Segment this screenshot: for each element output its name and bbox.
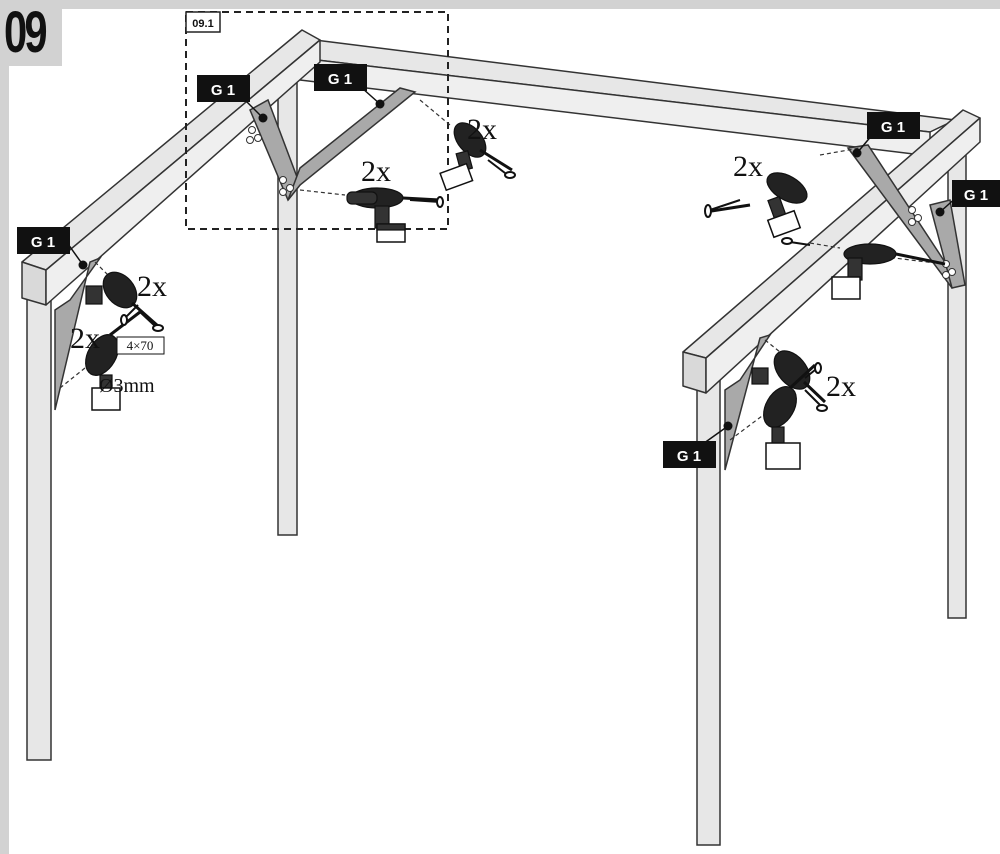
drill-top-center bbox=[439, 122, 513, 192]
label-leader-dots bbox=[78, 99, 945, 431]
part-label-g1-1: G 1 bbox=[197, 75, 250, 102]
screw-holes bbox=[246, 126, 956, 279]
detail-label-box bbox=[185, 11, 221, 33]
post-front-left bbox=[26, 288, 52, 761]
frame-top-bar bbox=[0, 0, 1000, 9]
beam-right bbox=[682, 109, 981, 359]
step-number: 09 bbox=[4, 0, 48, 65]
svg-text:G 1: G 1 bbox=[881, 119, 905, 136]
detail-label: 09.1 bbox=[192, 18, 213, 30]
drill-right-middle bbox=[831, 243, 946, 300]
screws bbox=[120, 159, 828, 412]
brace-front-left bbox=[54, 256, 103, 411]
drills bbox=[85, 122, 946, 470]
part-label-g1-6: G 1 bbox=[663, 441, 716, 468]
svg-text:G 1: G 1 bbox=[964, 187, 988, 204]
screw-spec-box bbox=[116, 336, 165, 355]
screw-spec: 4×70 bbox=[127, 338, 154, 353]
post-front-right bbox=[696, 358, 721, 846]
quantity-label-1: 2x bbox=[467, 113, 497, 146]
drill-front-left-upper bbox=[85, 271, 159, 328]
drill-spec: Ø3mm bbox=[99, 375, 155, 397]
part-label-g1-2: G 1 bbox=[314, 64, 367, 91]
drill-upper-right bbox=[704, 172, 808, 239]
drill-front-left-lower bbox=[85, 310, 141, 411]
frame-left-bar bbox=[0, 0, 9, 854]
quantity-label-4: 2x bbox=[137, 270, 167, 303]
quantity-label-6: 2x bbox=[826, 370, 856, 403]
quantity-label-5: 2x bbox=[70, 322, 100, 355]
drill-center bbox=[346, 187, 441, 243]
quantity-label-2: 2x bbox=[361, 155, 391, 188]
part-label-g1-4: G 1 bbox=[952, 180, 1000, 207]
brace-front-right bbox=[724, 333, 772, 471]
svg-text:G 1: G 1 bbox=[31, 234, 55, 251]
svg-text:G 1: G 1 bbox=[211, 82, 235, 99]
svg-text:G 1: G 1 bbox=[328, 71, 352, 88]
drill-front-right-lower bbox=[763, 363, 817, 470]
brace-back-left-rear bbox=[287, 87, 417, 201]
quantity-label-3: 2x bbox=[733, 150, 763, 183]
braces bbox=[54, 87, 966, 471]
part-label-g1-3: G 1 bbox=[867, 112, 920, 139]
part-label-g1-5: G 1 bbox=[17, 227, 70, 254]
step-number-box: 09 bbox=[0, 0, 62, 66]
beams bbox=[21, 29, 981, 394]
svg-text:G 1: G 1 bbox=[677, 448, 701, 465]
